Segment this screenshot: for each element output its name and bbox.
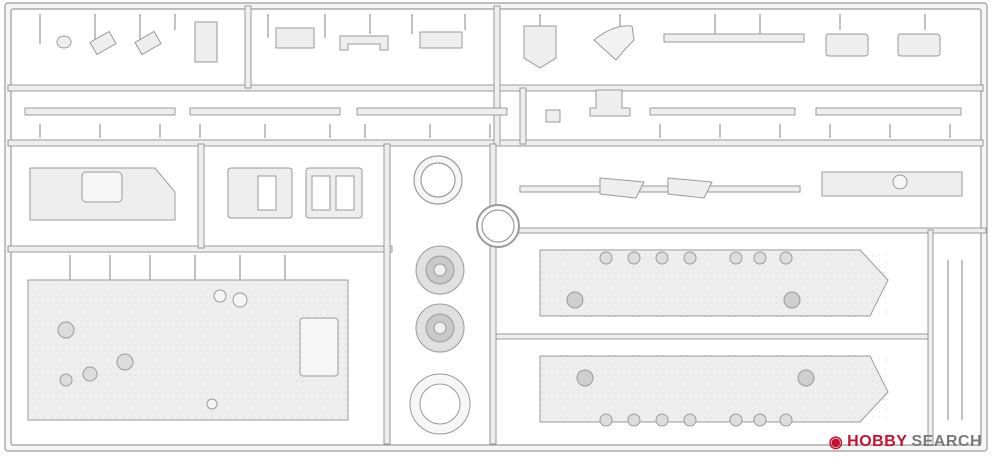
thin-rods [947, 260, 963, 420]
suspension-arms [519, 171, 963, 199]
hull-side-lower [539, 355, 890, 423]
watermark-brand: HOBBY [847, 433, 908, 450]
watermark-logo-icon: ◉ [828, 434, 844, 451]
hull-side-upper [539, 249, 890, 317]
hull-plate-left [29, 167, 176, 221]
ring-parts [413, 155, 520, 248]
small-parts-top-right [523, 25, 941, 69]
frame-parts-middle [227, 167, 363, 219]
watermark: ◉ HOBBY SEARCH [829, 432, 982, 452]
sprue-runners [7, 5, 987, 446]
small-parts-top-middle [275, 27, 463, 51]
sprue-gates [39, 14, 951, 420]
road-wheels [409, 245, 471, 435]
watermark-suffix: SEARCH [911, 433, 982, 450]
hull-floor-plate [27, 279, 349, 421]
hull-side-bosses [566, 251, 815, 427]
long-bar-parts [24, 89, 962, 123]
small-parts-top-left [56, 21, 218, 63]
